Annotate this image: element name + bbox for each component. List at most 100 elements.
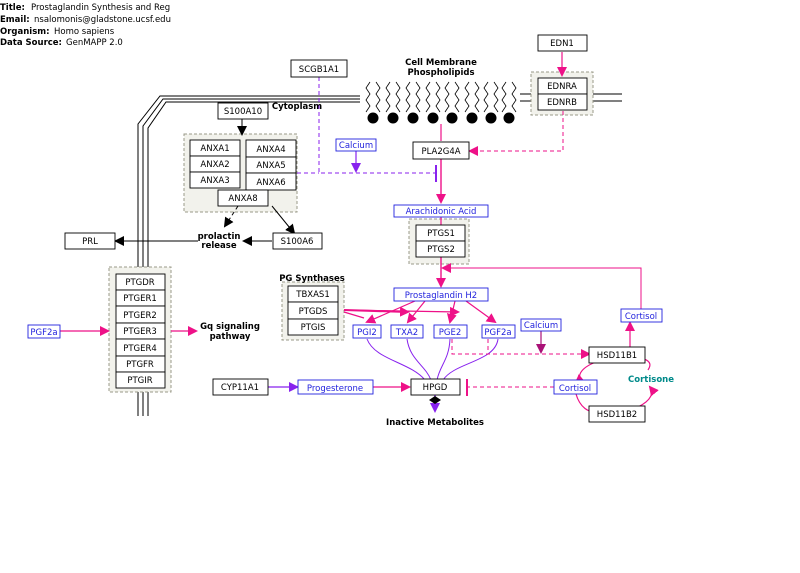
metab-box-progesterone[interactable]: [297, 379, 374, 395]
lipid-tail: [511, 81, 517, 113]
gene-box-ptgs2[interactable]: [415, 240, 466, 258]
metab-box-prostaglandin-h2[interactable]: [393, 287, 489, 302]
edge-anxa8-prolactin: [223, 205, 239, 228]
gene-label-ptger3: PTGER3: [123, 327, 157, 337]
gene-label-ptgs1: PTGS1: [427, 229, 455, 239]
lipid-head: [485, 112, 497, 124]
metab-label-prostaglandin-h2: Prostaglandin H2: [405, 291, 477, 301]
gene-box-hpgd[interactable]: [410, 378, 461, 396]
gene-box-ptgir[interactable]: [115, 371, 166, 389]
metab-label-pgi2: PGI2: [357, 328, 377, 338]
title-value: Prostaglandin Synthesis and Reg: [31, 3, 170, 13]
lipid-head: [407, 112, 419, 124]
label-pg-synthases: PG Synthases: [279, 274, 345, 284]
gene-box-scgb1a1[interactable]: [290, 59, 348, 78]
label-inactive-metabolites: Inactive Metabolites: [386, 418, 484, 428]
source-label: Data Source:: [0, 38, 62, 48]
lipid-head: [466, 112, 478, 124]
metab-box-calcium-top[interactable]: [335, 138, 377, 152]
label-cell-membrane: Cell Membrane: [405, 58, 477, 68]
metab-label-pge2: PGE2: [439, 328, 462, 338]
lipid-tail: [435, 81, 441, 113]
gene-box-prl[interactable]: [64, 232, 116, 250]
lipid-head: [446, 112, 458, 124]
gene-label-anxa3: ANXA3: [200, 176, 229, 186]
edge-pgsynthase-pge2: [343, 306, 460, 317]
metab-box-cortisol-mid[interactable]: [553, 379, 598, 395]
lipid-tail: [464, 81, 470, 113]
gene-box-s100a6[interactable]: [272, 232, 323, 250]
email-label: Email:: [0, 15, 30, 25]
gene-label-anxa8: ANXA8: [228, 194, 257, 204]
gene-label-ptgfr: PTGFR: [126, 360, 154, 370]
metab-label-calcium-top: Calcium: [339, 141, 373, 151]
metab-box-txa2[interactable]: [390, 324, 424, 339]
edge-cortisol-ptgs: [441, 263, 642, 309]
label-gq-signaling: Gq signaling: [200, 322, 260, 332]
lipid-tail: [385, 81, 391, 113]
metab-box-pge2[interactable]: [433, 324, 468, 339]
metab-label-cortisol-top: Cortisol: [625, 312, 657, 322]
gene-box-cyp11a1[interactable]: [212, 378, 269, 396]
metab-box-pgf2a-right[interactable]: [481, 324, 516, 339]
lipid-tail: [375, 81, 381, 113]
gene-box-edn1[interactable]: [537, 34, 588, 52]
hpgd-node-dot: [429, 396, 441, 404]
gene-label-anxa5: ANXA5: [256, 161, 285, 171]
metab-box-arachidonic-acid[interactable]: [393, 204, 489, 218]
gene-label-ptgis: PTGIS: [301, 323, 326, 333]
gene-label-ptgs2: PTGS2: [427, 245, 455, 255]
lipid-tail: [395, 81, 401, 113]
gene-box-ptgis[interactable]: [287, 318, 339, 336]
gene-box-pla2g4a[interactable]: [412, 141, 470, 160]
lipid-tail: [425, 81, 431, 113]
gene-box-ednrb[interactable]: [537, 93, 588, 111]
gene-label-anxa6: ANXA6: [256, 178, 285, 188]
gene-label-ednra: EDNRA: [547, 82, 577, 92]
gene-label-hsd11b2: HSD11B2: [597, 410, 637, 420]
gene-label-ednrb: EDNRB: [547, 98, 577, 108]
gene-box-hsd11b2[interactable]: [588, 405, 646, 423]
metab-label-txa2: TXA2: [395, 328, 418, 338]
label-release: release: [201, 241, 236, 251]
metab-box-cortisol-top[interactable]: [620, 308, 663, 323]
lipid-tail: [501, 81, 507, 113]
gene-label-ptger2: PTGER2: [123, 311, 157, 321]
gene-label-hsd11b1: HSD11B1: [597, 351, 637, 361]
label-cytoplasm: Cytoplasm: [272, 102, 322, 112]
edge-pgh2-pgi2: [365, 300, 416, 324]
gene-box-anxa8[interactable]: [217, 189, 269, 207]
source-value: GenMAPP 2.0: [66, 38, 123, 48]
edge-pgh2-pge2: [446, 300, 457, 324]
gene-box-hsd11b1[interactable]: [588, 346, 646, 364]
metab-box-pgi2[interactable]: [352, 324, 382, 339]
gene-label-scgb1a1: SCGB1A1: [299, 65, 339, 75]
edge-hsd11b2-cortisone: [637, 385, 659, 408]
gene-label-anxa1: ANXA1: [200, 144, 229, 154]
gene-box-anxa6[interactable]: [245, 172, 297, 191]
edge-pgsynthase-pgi2: [343, 311, 365, 319]
gene-label-ptger4: PTGER4: [123, 344, 157, 354]
edge-pge2-hsd11b1: [451, 339, 591, 359]
lipid-head: [503, 112, 515, 124]
gene-box-anxa3[interactable]: [189, 171, 241, 189]
edges-products-hpgd: [366, 338, 499, 381]
metab-label-pgf2a-left: PGF2a: [30, 328, 57, 338]
gene-label-anxa4: ANXA4: [256, 145, 285, 155]
gene-box-s100a10[interactable]: [217, 102, 269, 120]
metab-box-pgf2a-left[interactable]: [27, 324, 61, 339]
gene-label-ptgdr: PTGDR: [125, 278, 154, 288]
gene-label-anxa2: ANXA2: [200, 160, 229, 170]
gene-label-hpgd: HPGD: [423, 383, 448, 393]
edge-scgb1a1-inhibit: [318, 77, 436, 174]
gene-label-s100a10: S100A10: [224, 107, 262, 117]
lipid-tail: [454, 81, 460, 113]
label-gq-pathway: pathway: [210, 332, 251, 342]
gene-label-ptger1: PTGER1: [123, 294, 157, 304]
metab-box-calcium-mid[interactable]: [520, 318, 562, 332]
lipid-tail: [444, 81, 450, 113]
title-label: Title:: [0, 3, 25, 13]
gene-label-ptgds: PTGDS: [299, 307, 328, 317]
